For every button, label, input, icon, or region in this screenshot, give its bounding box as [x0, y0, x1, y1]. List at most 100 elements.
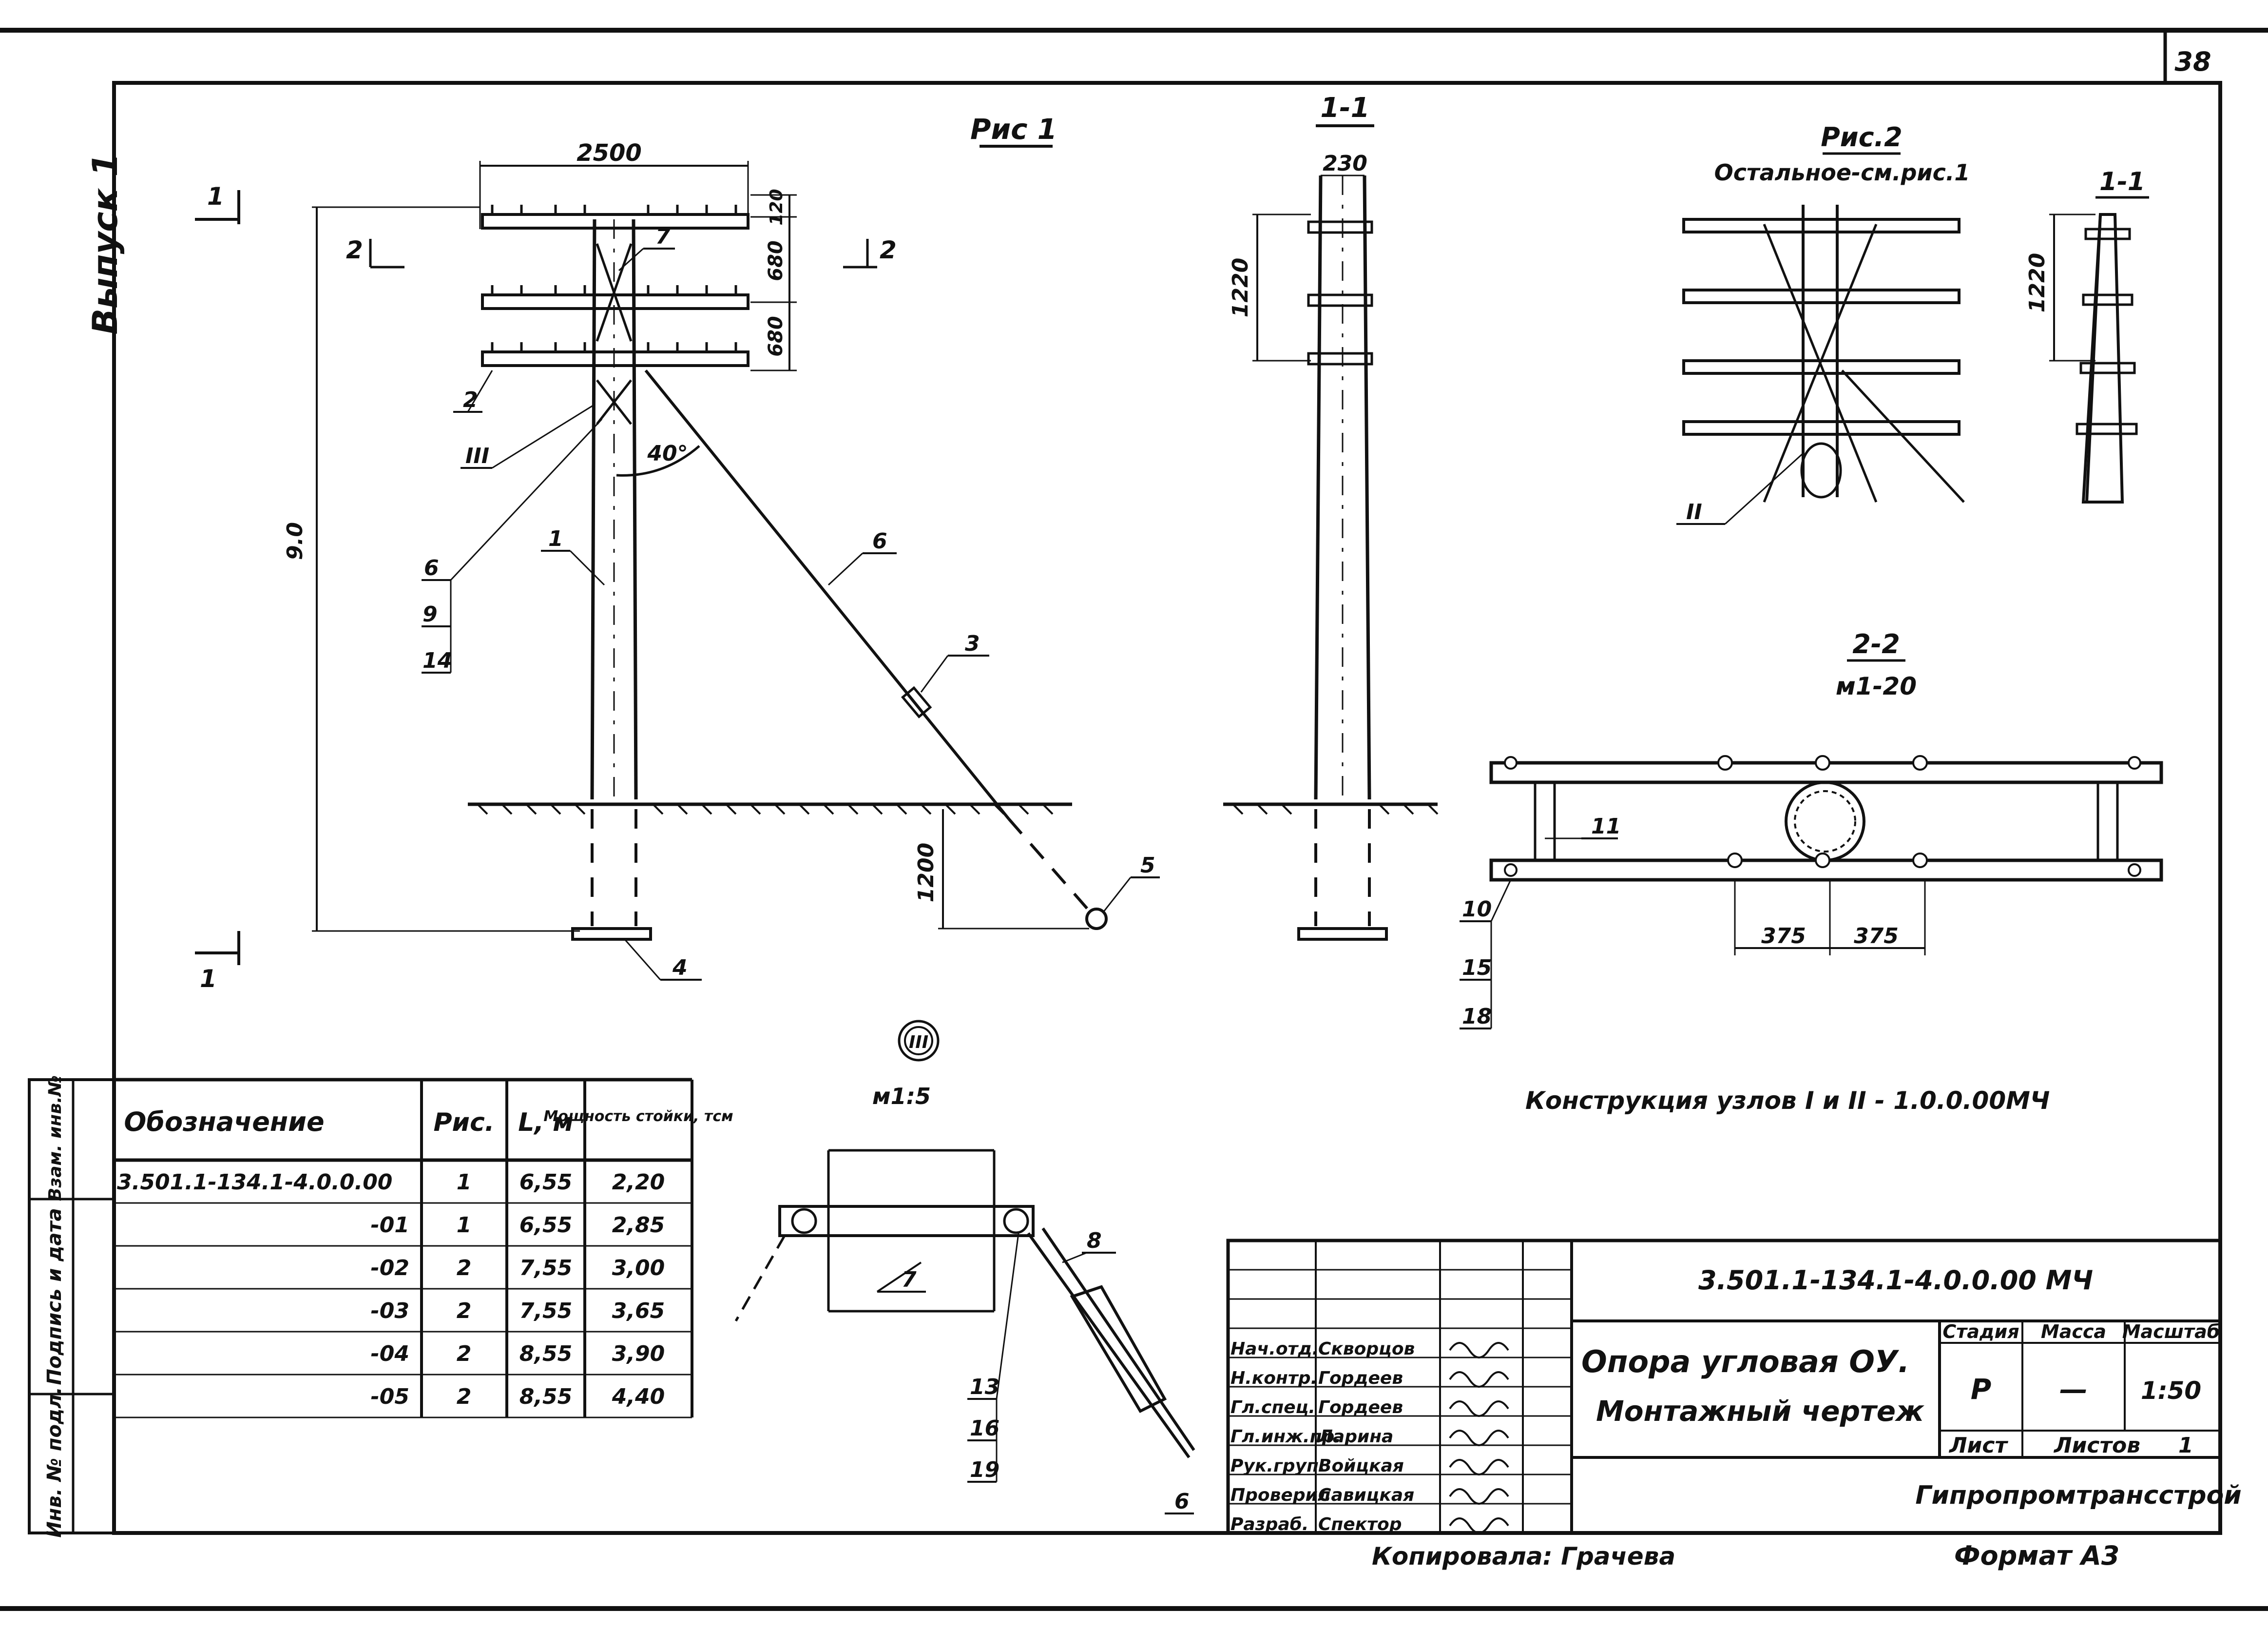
- series-vertical-label: Выпуск 1: [85, 153, 125, 335]
- col-scale: Масштаб: [2122, 1321, 2220, 1342]
- fig2-section-title: 1-1: [2099, 167, 2145, 196]
- title-block: Нач.отд. Скворцов Н.контр. Гордеев Гл.сп…: [1226, 1239, 2242, 1535]
- callout-6: 6: [872, 529, 887, 554]
- detail-callout-13: 13: [970, 1375, 999, 1399]
- row-6-capacity: 4,40: [612, 1384, 665, 1409]
- fig1-angle: 40°: [647, 441, 688, 466]
- row-2-capacity: 2,85: [612, 1213, 665, 1238]
- detail-callout-6: 6: [1174, 1489, 1190, 1514]
- sheet-label: Лист: [1948, 1433, 2008, 1458]
- row-6-length: 8,55: [519, 1384, 573, 1409]
- row-3-code: -02: [371, 1256, 410, 1280]
- copied-by: Копировала: Грачева: [1372, 1542, 1675, 1571]
- section-2-2-scale: м1-20: [1836, 672, 1917, 700]
- fig1-section-marks: 1 1 2 2: [195, 182, 897, 993]
- row-3-figure: 2: [457, 1256, 472, 1280]
- row-4-code: -03: [371, 1299, 410, 1323]
- fig1-crossarm-width: 2500: [577, 139, 642, 167]
- name-6: Савицкая: [1318, 1485, 1414, 1505]
- section-1-1-title: 1-1: [1320, 92, 1369, 124]
- fig1-insulators: [491, 205, 737, 352]
- fig1-title: Рис 1: [970, 113, 1057, 146]
- section-b-label: 1: [200, 965, 217, 993]
- section-2-2-title: 2-2: [1852, 629, 1900, 659]
- callout-17: 14: [423, 648, 452, 673]
- section-2-2-dim-left: 375: [1761, 924, 1806, 949]
- detail-callout-7: 7: [902, 1267, 917, 1292]
- row-2-figure: 1: [457, 1213, 472, 1238]
- name-2: Гордеев: [1318, 1368, 1403, 1388]
- role-4: Гл.инж.пр.: [1230, 1427, 1341, 1447]
- sheets-label: Листов: [2053, 1433, 2140, 1458]
- stage-value: Р: [1971, 1373, 1992, 1406]
- fig1-spacing-mid1: 680: [765, 240, 787, 281]
- signatures: [1449, 1342, 1509, 1534]
- stamp-replace: Взам. инв.№: [45, 1075, 65, 1201]
- col-capacity: Мощность стойки, тсм: [543, 1108, 733, 1125]
- name-4: Ларина: [1318, 1427, 1393, 1447]
- callout-10: 10: [1462, 897, 1492, 922]
- row-2-length: 6,55: [519, 1213, 573, 1238]
- callout-11: 11: [1591, 814, 1621, 839]
- callout-2: 2: [463, 388, 478, 412]
- stamp-signature: Подпись и дата: [43, 1208, 66, 1385]
- col-mass: Масса: [2041, 1321, 2106, 1342]
- spec-table: Обозначение Рис. L, м Мощность стойки, т…: [114, 1078, 733, 1418]
- fig2-roman-mark: II: [1686, 500, 1702, 524]
- fig1-depth: 1200: [914, 843, 939, 902]
- callout-9: 6: [424, 556, 439, 581]
- fig2-title: Рис.2: [1821, 122, 1903, 153]
- section-1-1: 1-1 230 1220: [1223, 92, 1439, 941]
- roman-mark-III: III: [465, 444, 489, 468]
- doc-name-line1: Опора угловая ОУ.: [1581, 1344, 1909, 1379]
- col-stage: Стадия: [1942, 1321, 2019, 1342]
- sheets-value: 1: [2178, 1433, 2193, 1458]
- row-1-capacity: 2,20: [612, 1170, 665, 1195]
- callout-3: 3: [965, 631, 980, 656]
- figure-2: Рис.2 Остальное-см.рис.1 II 1-1 1220: [1676, 122, 2149, 525]
- stamp-inv: Инв. № подл.: [43, 1387, 66, 1538]
- callout-14: 9: [423, 602, 438, 627]
- figure-1: Рис 1 2500 120 680 680: [195, 113, 1160, 993]
- nodes-note: Конструкция узлов I и II - 1.0.0.00МЧ: [1525, 1086, 2050, 1115]
- callout-1: 1: [548, 526, 563, 551]
- row-4-capacity: 3,65: [612, 1299, 665, 1323]
- row-1-length: 6,55: [519, 1170, 573, 1195]
- organization: Гипропромтрансстрой: [1915, 1481, 2241, 1510]
- row-6-code: -05: [371, 1384, 410, 1409]
- fig1-spacing-top: 120: [767, 189, 787, 225]
- callout-7: 7: [655, 224, 671, 249]
- fig1-callouts: 7 2 III 1 6 9 14 6 3 5: [422, 224, 1160, 981]
- fig1-spacing-mid2: 680: [765, 316, 787, 357]
- row-5-figure: 2: [457, 1341, 472, 1366]
- col-length: L, м: [518, 1108, 574, 1137]
- sheet-number: 38: [2174, 46, 2211, 77]
- scale-value: 1:50: [2141, 1377, 2201, 1405]
- row-5-capacity: 3,90: [612, 1341, 665, 1366]
- detail-callout-16: 16: [970, 1416, 999, 1441]
- section-1-1-height: 1220: [1228, 258, 1253, 317]
- role-6: Проверил: [1230, 1485, 1330, 1505]
- detail-callout-8: 8: [1087, 1228, 1102, 1253]
- section-c-label: 2: [346, 236, 363, 264]
- row-4-figure: 2: [457, 1299, 472, 1323]
- mass-value: —: [2059, 1373, 2088, 1406]
- section-1-1-top-width: 230: [1323, 151, 1367, 176]
- col-designation: Обозначение: [124, 1106, 324, 1137]
- role-7: Разраб.: [1230, 1514, 1308, 1534]
- row-3-length: 7,55: [519, 1256, 573, 1280]
- name-7: Спектор: [1318, 1514, 1402, 1534]
- callout-15: 15: [1462, 955, 1492, 980]
- format: Формат А3: [1954, 1540, 2119, 1571]
- callout-5: 5: [1140, 853, 1155, 878]
- row-4-length: 7,55: [519, 1299, 573, 1323]
- fig1-height-mark: 9.0: [283, 522, 308, 560]
- outer-frame: [0, 28, 2268, 1611]
- doc-name-line2: Монтажный чертеж: [1596, 1395, 1924, 1428]
- section-2-2-dim-right: 375: [1854, 924, 1899, 949]
- role-3: Гл.спец.: [1230, 1397, 1315, 1417]
- row-5-length: 8,55: [519, 1341, 573, 1366]
- fig2-subtitle: Остальное-см.рис.1: [1714, 159, 1970, 186]
- detail-scale: м1:5: [872, 1083, 931, 1109]
